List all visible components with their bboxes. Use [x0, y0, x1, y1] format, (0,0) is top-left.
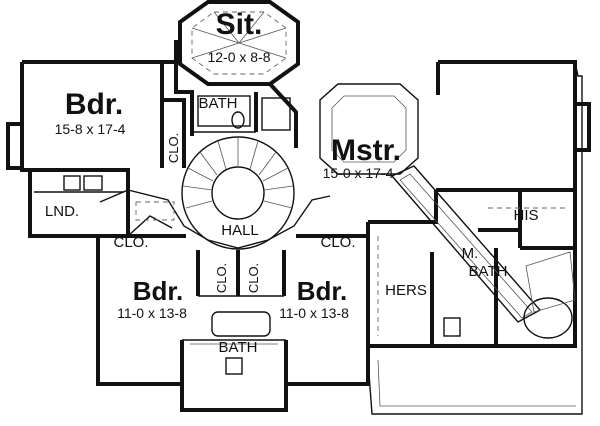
hers-closet-name: HERS	[385, 282, 427, 299]
room-labels: Sit. 12-0 x 8-8 Bdr. 15-8 x 17-4 BATH CL…	[45, 8, 539, 356]
bedroom-sw-name: Bdr.	[133, 276, 184, 306]
sitting-room-name: Sit.	[216, 8, 263, 41]
bedroom-sw-dims: 11-0 x 13-8	[117, 305, 187, 321]
bedroom-se-dims: 11-0 x 13-8	[279, 305, 349, 321]
hall-outline	[99, 189, 331, 249]
laundry-name: LND.	[45, 203, 79, 220]
closet-north-name: CLO.	[166, 133, 181, 163]
master-dims: 15-0 x 17-4	[323, 165, 394, 181]
bath-south-name: BATH	[219, 339, 258, 356]
hall-name: HALL	[221, 222, 259, 239]
master-name: Mstr.	[331, 134, 401, 167]
staircase	[181, 136, 295, 250]
bath-north-name: BATH	[199, 95, 238, 112]
sitting-room-dims: 12-0 x 8-8	[207, 49, 270, 65]
closet-east-name: CLO.	[320, 234, 355, 251]
bedroom-nw-name: Bdr.	[65, 88, 123, 121]
his-closet-name: HIS	[513, 207, 538, 224]
bedroom-nw-dims: 15-8 x 17-4	[55, 121, 126, 137]
bedroom-se-name: Bdr.	[297, 276, 348, 306]
closet-west-name: CLO.	[113, 234, 148, 251]
interior-walls	[30, 62, 575, 384]
master-bath-line1: M.	[462, 245, 479, 262]
fixtures	[63, 95, 576, 375]
exterior-walls	[6, 40, 591, 415]
closet-mid-left-name: CLO.	[214, 263, 229, 293]
closet-mid-right-name: CLO.	[246, 263, 261, 293]
master-bath-line2: BATH	[469, 263, 508, 280]
